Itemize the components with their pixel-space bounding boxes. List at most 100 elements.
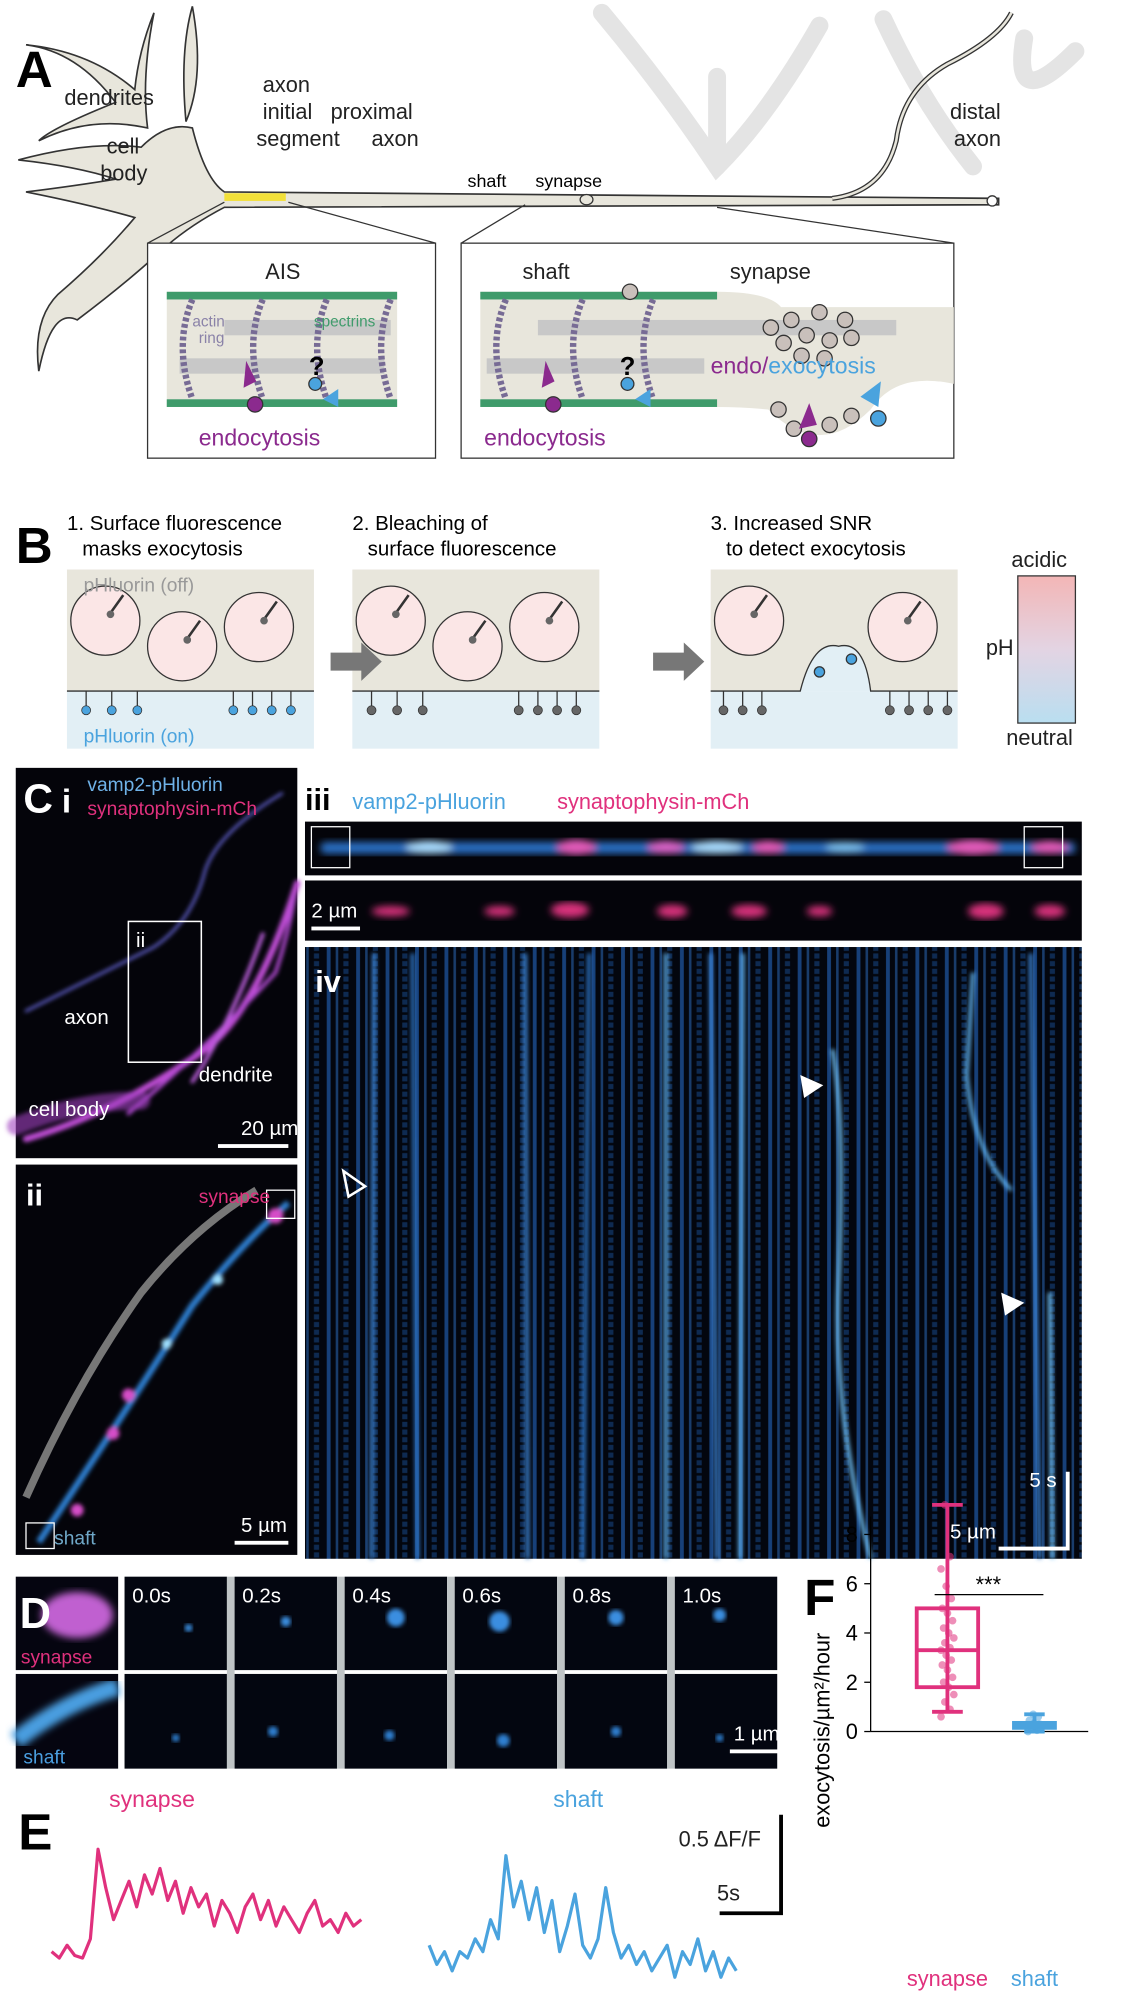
- data-point: [1029, 1710, 1038, 1719]
- category-synapse: synapse: [907, 1966, 988, 1991]
- panel-civ-num: iv: [315, 964, 341, 999]
- synapse-title: synapse: [730, 259, 811, 284]
- inset-ii-label: ii: [136, 929, 145, 952]
- data-point: [943, 1609, 952, 1618]
- data-point: [941, 1501, 949, 1509]
- endocytosis-arrow-icon: [541, 360, 555, 388]
- kymograph-civ: [304, 947, 1082, 1559]
- image-ciii-mch: [304, 880, 1082, 941]
- panel-letter-b: B: [16, 517, 53, 574]
- label-shaft-cii: shaft: [54, 1529, 96, 1550]
- exocytosis-arrow-icon: [322, 389, 339, 407]
- endocytosis-label: endocytosis: [199, 424, 321, 450]
- scale-d-label: 1 µm: [734, 1722, 780, 1745]
- data-point: [942, 1651, 950, 1659]
- label-proximal: proximal: [331, 99, 413, 124]
- time-frame: 1.0s: [674, 1576, 778, 1769]
- arrow-right-icon: [653, 642, 705, 681]
- spectrins-label: spectrins: [314, 313, 376, 330]
- significance-label: ***: [976, 1572, 1002, 1597]
- time-label: 0.2s: [242, 1584, 281, 1607]
- vesicle-icon: [432, 611, 503, 682]
- y-tick-label: 6: [846, 1571, 858, 1596]
- ais-highlight: [224, 193, 286, 201]
- panel-letter-d: D: [20, 1590, 51, 1638]
- box-shaft: [1012, 1710, 1057, 1736]
- panel-cii-num: ii: [26, 1178, 43, 1213]
- label-distal: distal: [950, 99, 1001, 124]
- label-dendrites: dendrites: [64, 85, 154, 110]
- ph-acidic: acidic: [1011, 547, 1067, 572]
- scale-bar: [719, 1814, 783, 1916]
- vesicle-icon: [867, 591, 938, 663]
- ph-neutral: neutral: [1006, 725, 1073, 750]
- label-cell: cell: [107, 134, 140, 159]
- label-synapse-cii: synapse: [199, 1187, 270, 1208]
- roi-box: [310, 826, 351, 869]
- vesicle-icon: [870, 410, 887, 427]
- label-proximal-axon: axon: [372, 126, 419, 151]
- time-label: 0.0s: [132, 1584, 171, 1607]
- y-axis-label: exocytosis/µm²/hour: [810, 1633, 835, 1828]
- data-point: [939, 1624, 948, 1632]
- vesicle-icon: [800, 430, 818, 448]
- time-label: 0.4s: [352, 1584, 391, 1607]
- vesicle-icon: [70, 585, 141, 656]
- data-point: [949, 1634, 958, 1642]
- time-scale-label: 5 s: [1029, 1469, 1056, 1492]
- panel-letter-a: A: [16, 41, 53, 98]
- inset-box-ii: [127, 920, 203, 1063]
- vesicle-icon: [223, 591, 295, 663]
- data-point: [949, 1690, 958, 1699]
- panel-letter-f: F: [804, 1569, 835, 1626]
- exocytosis-arrow-icon: [860, 381, 881, 407]
- question-mark: ?: [620, 353, 636, 381]
- scale-bar: [998, 1471, 1070, 1551]
- legend-synaptophysin: synaptophysin-mCh: [87, 799, 257, 820]
- background-neurons: [592, 3, 1085, 181]
- vesicle-icon: [544, 396, 562, 413]
- data-point: [947, 1656, 956, 1664]
- endocytosis-arrow-icon: [798, 403, 817, 429]
- data-point: [937, 1712, 945, 1721]
- panel-ciii-num: iii: [305, 782, 331, 817]
- endocytosis-arrow-icon: [243, 360, 257, 388]
- label-distal-axon: axon: [954, 126, 1001, 151]
- time-label: 0.6s: [462, 1584, 501, 1607]
- vesicle-icon: [620, 376, 635, 391]
- exocytosis-arrowhead-icon: [800, 1075, 824, 1099]
- legend-vamp2: vamp2-pHluorin: [87, 775, 222, 796]
- label-segment: segment: [256, 126, 339, 151]
- pHluorin-off-label: pHluorin (off): [84, 575, 195, 596]
- vesicle-icon: [509, 591, 580, 663]
- step-title-line2: surface fluorescence: [368, 537, 557, 560]
- time-frame: 0.6s: [454, 1576, 565, 1769]
- actin-label: actin: [192, 313, 224, 330]
- data-point: [943, 1666, 952, 1674]
- y-tick-label: 4: [846, 1621, 858, 1646]
- step-title-line1: 3. Increased SNR: [711, 512, 873, 535]
- time-frame: 0.4s: [344, 1576, 455, 1769]
- label-axon-ci: axon: [64, 1006, 108, 1029]
- trace-shaft: [427, 1854, 738, 1979]
- step-title-line2: masks exocytosis: [82, 537, 242, 560]
- time-frame: 0.2s: [234, 1576, 345, 1769]
- vesicle-icon: [308, 376, 323, 391]
- data-point: [941, 1698, 949, 1706]
- callout-lines: [147, 201, 954, 244]
- legend-synaptophysin-ciii: synaptophysin-mCh: [557, 789, 749, 814]
- arrow-right-icon: [330, 642, 382, 681]
- scale-x-label: 5s: [717, 1880, 740, 1905]
- vesicle-icon: [713, 585, 785, 656]
- data-point: [948, 1673, 957, 1682]
- kymograph-tracks: [369, 953, 1055, 1560]
- y-tick-label: 2: [846, 1670, 858, 1695]
- scale-ci-label: 20 µm: [241, 1117, 298, 1140]
- data-point: [946, 1705, 954, 1714]
- vesicle-icon: [246, 396, 264, 413]
- trace-label-synapse: synapse: [109, 1786, 195, 1812]
